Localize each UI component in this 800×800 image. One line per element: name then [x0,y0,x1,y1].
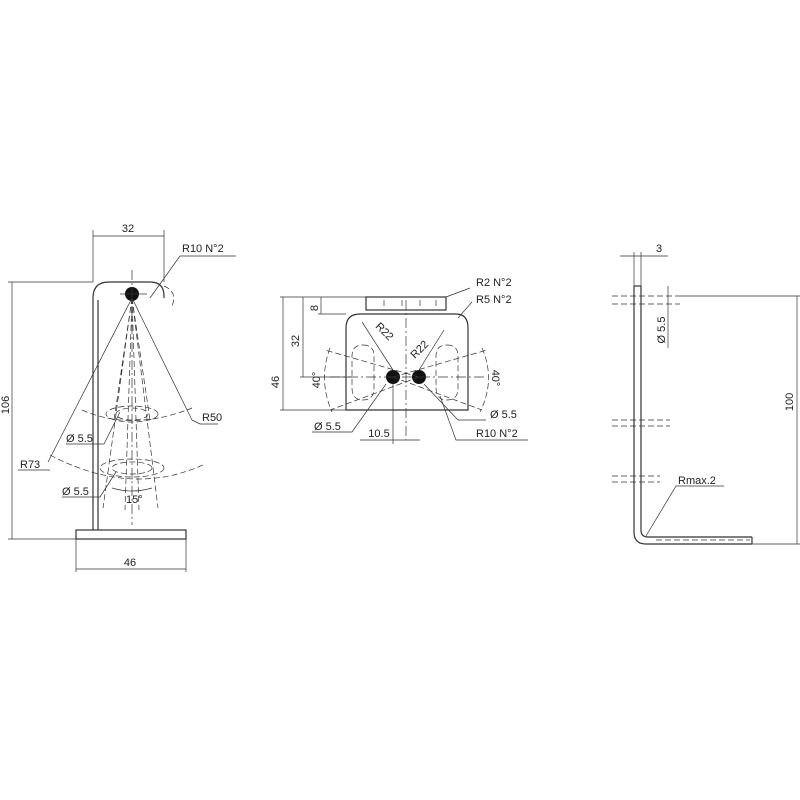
side-d55-text: Ø 5.5 [656,317,668,344]
top-r2-leader [445,287,471,298]
top-view: 8 32 46 R2 N°2 R5 N°2 R22 R22 40° 40° Ø … [270,277,528,444]
front-d55-lower-text: Ø 5.5 [62,486,89,498]
top-dim32-text: 32 [290,335,302,347]
top-r2-text: R2 N°2 [476,277,512,289]
front-dim32-text: 32 [122,223,134,235]
front-view: 32 R10 N°2 R50 106 R73 Ø 5.5 Ø 5.5 15° 4… [0,223,236,572]
front-angle-text: 15° [126,494,143,506]
side-rmax-leader [645,485,724,537]
top-r22-left-text: R22 [373,320,396,343]
top-r22-right-leader [418,329,445,371]
front-upper-slot [105,405,159,423]
top-d55-right-text: Ø 5.5 [490,409,517,421]
top-r10-leader [439,395,528,441]
front-r50-text: R50 [202,412,222,424]
front-upper-slot-inner [115,407,149,421]
top-r10-text: R10 N°2 [476,428,518,440]
front-r10-text: R10 N°2 [182,243,224,255]
front-d55-lower-leader [62,471,117,498]
side-dim3-text: 3 [656,243,662,255]
front-d55-upper-text: Ø 5.5 [66,433,93,445]
front-r50-label-leader [191,419,218,425]
front-dim46-text: 46 [124,557,136,569]
side-dim100-text: 100 [784,393,796,411]
top-angle-arc-right [479,347,489,413]
front-r10-arc [163,285,175,307]
top-r5-text: R5 N°2 [476,294,512,306]
top-d55-left-text: Ø 5.5 [314,421,341,433]
top-upstand-hatch [383,300,437,307]
top-dim8-text: 8 [309,305,321,311]
top-dim46-text: 46 [270,376,282,388]
top-r22-left-leader [361,321,394,371]
side-rmax-text: Rmax.2 [678,475,716,487]
top-slot-right [435,344,459,401]
front-angle-arc [111,487,153,492]
front-d55-upper-leader [66,411,121,445]
side-view: 3 Ø 5.5 100 Rmax.2 [612,243,800,545]
top-angle-left-text: 40° [311,372,323,389]
front-lower-slot-inner [111,461,153,475]
top-plate-outline [345,313,469,411]
top-angle-lines [324,349,488,411]
side-profile-outer [633,286,752,545]
side-hole-dashes [612,295,680,483]
front-r50-leader [131,297,193,421]
front-r73-text: R73 [20,459,40,471]
top-angle-right-text: 40° [489,370,501,387]
side-profile-inner [640,286,752,538]
top-slot-left [351,344,375,401]
front-r10-leader [149,255,236,299]
top-angle-arc-left [324,347,333,413]
top-dim10-text: 10.5 [368,428,389,440]
front-dim106-text: 106 [0,396,12,414]
top-r22-right-text: R22 [408,338,431,361]
front-cone-lines [102,297,159,511]
front-bracket-outline [92,281,165,530]
front-r50-arc [81,407,193,421]
top-d55-right-leader [423,383,486,421]
front-base-plate [75,529,187,540]
top-d55-left-leader [312,383,387,433]
front-r73-leader [47,297,133,463]
top-r5-leader [457,301,473,319]
front-lower-slot [99,458,165,478]
front-r73-arc [49,454,206,480]
